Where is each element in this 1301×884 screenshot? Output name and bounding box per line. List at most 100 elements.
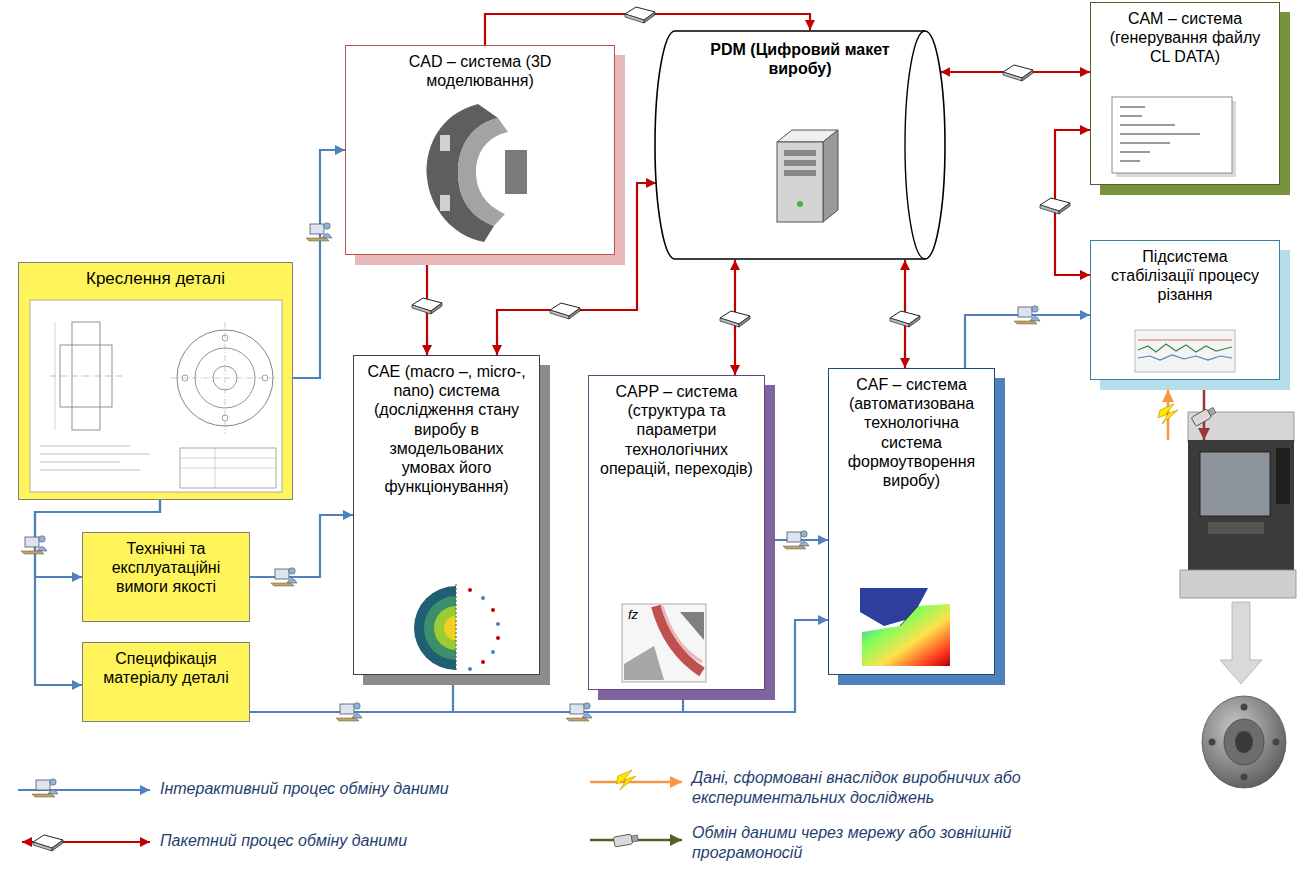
cae-field-plot (481, 596, 485, 600)
lathe-machine (1180, 412, 1296, 598)
finished-part (1241, 704, 1248, 711)
user-terminal-icon (783, 531, 809, 549)
finished-part (1273, 739, 1280, 746)
packet-icon (550, 310, 569, 319)
production-arrow (1220, 602, 1262, 684)
legend-interactive-sample (36, 780, 50, 790)
lathe-machine (1188, 440, 1294, 572)
legend-packet-sample (52, 840, 63, 851)
legend-packet-sample (33, 842, 52, 851)
cl-data-listing (1120, 160, 1140, 162)
packet-icon (1003, 72, 1022, 81)
packet-icon (1022, 70, 1033, 81)
part-drawing (40, 470, 140, 471)
forming-simulation (900, 606, 918, 626)
user-terminal-icon (322, 234, 332, 239)
signal-chart (1138, 340, 1232, 341)
cae-field-plot (414, 584, 500, 672)
user-terminal-icon (340, 704, 354, 714)
user-terminal-icon (306, 223, 332, 241)
cl-data-listing (1112, 97, 1232, 173)
cl-data-listing (1120, 142, 1170, 144)
cae-field-plot (456, 584, 457, 672)
packet-icon (625, 7, 655, 23)
packet-icon (412, 298, 442, 314)
cae-field-plot (491, 650, 495, 654)
user-terminal-icon (582, 714, 592, 719)
drum-outline (655, 31, 945, 259)
cam-system-box: CAM – система (генерування файлу CL DATA… (1090, 2, 1280, 185)
box-text: Технічні та експлуатаційні вимоги якості (91, 539, 241, 597)
stabilisation-box: Підсистема стабілізації процесу різання (1090, 240, 1280, 380)
packet-icon (412, 305, 431, 314)
cad-part-model (440, 195, 450, 211)
box-text: Підсистема стабілізації процесу різання (1099, 247, 1271, 305)
cl-data-listing (1120, 133, 1200, 135)
user-terminal-icon (352, 714, 362, 719)
requirements-box: Технічні та експлуатаційні вимоги якості (82, 532, 250, 622)
cae-field-plot (496, 636, 500, 640)
signal-chart (1135, 330, 1235, 372)
user-terminal-icon (584, 703, 590, 709)
user-terminal-icon (271, 583, 294, 586)
box-text: CAE (macro –, micro-, nano) система (дос… (362, 362, 531, 496)
box-text: PDM (Цифровий макет виробу) (697, 40, 903, 78)
user-terminal-icon (21, 536, 47, 554)
interactive-connector (293, 150, 345, 378)
user-terminal-icon (287, 579, 297, 584)
finished-part (1224, 719, 1264, 765)
material-box: Специфікація матеріалу деталі (82, 642, 250, 722)
part-drawing (55, 322, 56, 430)
user-terminal-icon (289, 568, 295, 574)
server-icon (797, 201, 803, 207)
user-terminal-icon (21, 551, 44, 554)
user-terminal-icon (566, 718, 589, 721)
network-transfer-arrow (1208, 407, 1216, 415)
packet-icon (431, 303, 442, 314)
legend-packet-sample (33, 835, 63, 851)
packet-icon (720, 311, 750, 327)
user-terminal-icon (1030, 317, 1040, 322)
server-icon (784, 170, 816, 176)
legend-text: Пакетний процес обміну даними (160, 832, 407, 849)
cae-field-plot (444, 616, 456, 640)
cutting-scheme (622, 604, 706, 682)
user-terminal-icon (1014, 306, 1040, 324)
packet-icon (890, 318, 909, 327)
finished-part (1202, 696, 1286, 788)
user-terminal-icon (566, 703, 592, 721)
cl-data-listing (1120, 124, 1175, 126)
cl-data-listing (1120, 106, 1145, 108)
user-terminal-icon (336, 703, 362, 721)
cl-data-listing (1120, 151, 1150, 153)
user-terminal-icon (324, 223, 330, 229)
legend-entry: Пакетний процес обміну даними (160, 831, 560, 851)
finished-part (1235, 731, 1253, 753)
legend-packet-sample (22, 835, 150, 851)
finished-part (1241, 774, 1248, 781)
cae-system-box: CAE (macro –, micro-, nano) система (дос… (353, 355, 540, 675)
legend-experimental-sample (590, 770, 682, 790)
cad-part-model (427, 104, 527, 242)
legend-experimental-sample (616, 770, 636, 790)
caf-system-box: CAF – система (автоматизована технологіч… (828, 368, 995, 675)
cutting-scheme (624, 646, 664, 680)
legend-interactive-sample (48, 790, 58, 795)
packet-icon (1059, 203, 1070, 214)
cutting-scheme (622, 604, 706, 682)
interactive-connector (250, 690, 683, 712)
part-drawing (180, 468, 276, 469)
server-icon (777, 142, 823, 222)
user-terminal-icon (783, 546, 806, 549)
forming-simulation (860, 588, 950, 666)
legend-text: Дані, сформовані внаслідок виробничих аб… (692, 769, 1021, 806)
cae-field-plot (424, 596, 456, 660)
user-terminal-icon (1032, 306, 1038, 312)
legend-entry: Дані, сформовані внаслідок виробничих аб… (692, 768, 1052, 808)
cad-part-model (458, 118, 508, 226)
signal-chart (1138, 344, 1232, 352)
part-drawing (40, 462, 120, 463)
cae-field-plot (468, 667, 472, 671)
user-terminal-icon (271, 568, 297, 586)
